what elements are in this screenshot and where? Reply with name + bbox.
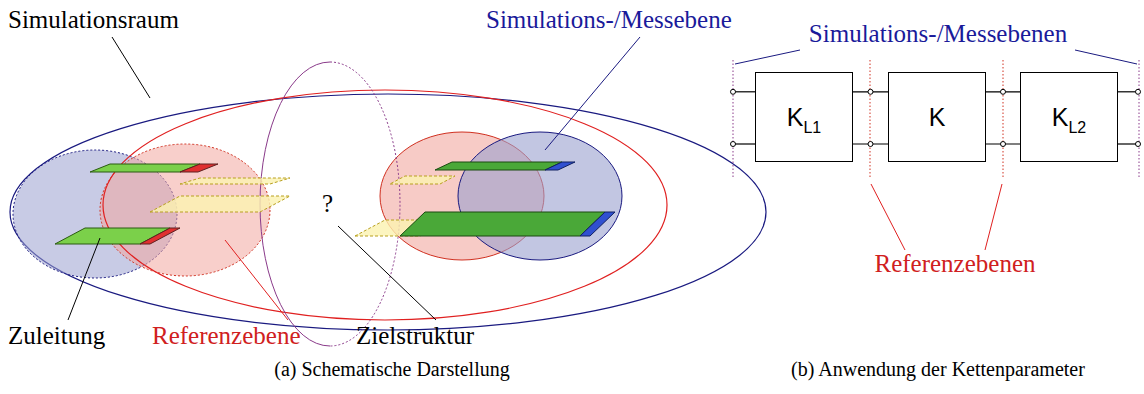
leader-line bbox=[545, 37, 640, 150]
box-symbol: K bbox=[787, 103, 804, 131]
port-wire bbox=[733, 143, 755, 144]
two-port-box: K bbox=[888, 72, 986, 162]
reference-label: Referenzebenen bbox=[875, 250, 1036, 278]
port-wire bbox=[733, 91, 755, 92]
subscript: L1 bbox=[803, 119, 821, 136]
two-port-box: KL1 bbox=[755, 72, 853, 162]
strip-edge bbox=[545, 162, 575, 170]
two-port-box: KL2 bbox=[1020, 72, 1118, 162]
target-label: Zielstruktur bbox=[356, 322, 474, 350]
box-label: KL2 bbox=[1052, 103, 1086, 132]
terminal bbox=[868, 142, 873, 147]
space-label: Simulationsraum bbox=[8, 6, 179, 34]
terminal bbox=[1001, 142, 1006, 147]
plane-marker bbox=[1139, 60, 1140, 178]
plane-marker bbox=[733, 60, 734, 178]
plane-marker bbox=[1003, 60, 1004, 178]
unknown-mark: ? bbox=[322, 190, 333, 218]
strip-edge bbox=[580, 212, 615, 236]
target-boundary bbox=[330, 62, 400, 346]
leader-line bbox=[112, 37, 150, 98]
leader-line bbox=[338, 226, 436, 320]
line-extension bbox=[180, 178, 290, 184]
line-extension bbox=[150, 196, 290, 212]
line-extension bbox=[390, 176, 455, 184]
terminal bbox=[731, 142, 736, 147]
box-symbol: K bbox=[1052, 103, 1069, 131]
terminal bbox=[868, 89, 873, 94]
box-label: KL1 bbox=[787, 103, 821, 132]
port-wires bbox=[853, 92, 888, 144]
box-symbol: K bbox=[929, 103, 946, 131]
reference-boundary bbox=[103, 90, 667, 320]
simulation-space bbox=[10, 94, 766, 330]
port-wires bbox=[986, 92, 1020, 144]
strip-edge bbox=[180, 164, 218, 172]
caption: (b) Anwendung der Kettenparameter bbox=[791, 358, 1085, 380]
terminal bbox=[731, 89, 736, 94]
plane-label: Simulations-/Messebenen bbox=[809, 20, 1067, 48]
leader-line bbox=[985, 184, 1002, 250]
reference-label: Referenzebene bbox=[152, 322, 301, 350]
subscript: L2 bbox=[1068, 119, 1086, 136]
plane-marker bbox=[870, 60, 871, 178]
feed-label: Zuleitung bbox=[8, 322, 105, 350]
box-label: K bbox=[929, 103, 946, 132]
leader-line bbox=[735, 50, 800, 64]
measurement-plane bbox=[458, 132, 622, 260]
caption: (a) Schematische Darstellung bbox=[274, 358, 509, 380]
leader-line bbox=[225, 240, 288, 320]
terminal bbox=[1136, 142, 1141, 147]
terminal bbox=[1001, 89, 1006, 94]
terminal bbox=[1136, 89, 1141, 94]
plane-label: Simulations-/Messebene bbox=[486, 6, 732, 34]
strip-edge bbox=[140, 228, 180, 244]
leader-line bbox=[1075, 50, 1137, 64]
pcb-strip bbox=[400, 212, 605, 236]
leader-line bbox=[68, 238, 100, 320]
pcb-strip bbox=[435, 162, 562, 170]
leader-line bbox=[871, 184, 905, 250]
